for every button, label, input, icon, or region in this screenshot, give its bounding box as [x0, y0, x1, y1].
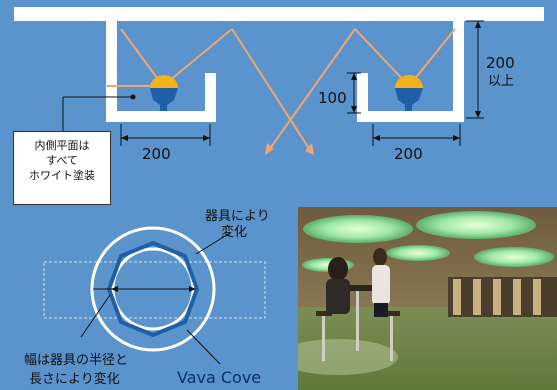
right-cove-floor — [357, 111, 464, 122]
interior-photo — [298, 207, 557, 390]
left-lamp-icon — [150, 75, 178, 111]
width-note-line1: 幅は器具の半径と — [24, 353, 128, 368]
ceiling-slab — [14, 7, 544, 21]
left-light-rays — [105, 28, 311, 151]
left-cove-lip — [205, 73, 216, 122]
fixture-ring-polygon — [106, 240, 200, 338]
height-suffix-label: 以上 — [488, 74, 514, 89]
plan-outline-dashed — [43, 261, 266, 319]
height-label: 200 — [486, 54, 515, 72]
white-paint-note: 内側平面は すべて ホワイト塗装 — [13, 131, 111, 205]
right-lamp-icon — [395, 75, 423, 111]
depth-label: 100 — [318, 89, 347, 107]
plan-arrowheads — [111, 286, 196, 292]
left-cove-floor — [106, 111, 216, 122]
note-line-1: 内側平面は — [34, 139, 90, 152]
variation-note-line2: 変化 — [221, 224, 247, 240]
right-cove-lip — [357, 73, 368, 122]
outer-ring — [90, 226, 216, 352]
right-light-rays — [268, 28, 456, 151]
plan-dimension-lines — [80, 232, 231, 365]
left-cove-back-wall — [106, 19, 117, 122]
interior-photo-illustration — [298, 207, 557, 390]
left-ray-arrowhead — [305, 143, 314, 155]
width-note-line2: 長さにより変化 — [29, 371, 120, 387]
left-width-label: 200 — [142, 145, 171, 163]
variation-note-line1: 器具により — [205, 209, 270, 224]
note-line-2: すべて — [46, 154, 78, 167]
product-name-label: Vava Cove — [177, 368, 261, 387]
dimension-arrowheads — [121, 21, 481, 141]
note-line-3: ホワイト塗装 — [29, 169, 95, 182]
right-cove-back-wall — [453, 19, 464, 122]
dimension-lines — [62, 20, 484, 146]
right-ray-arrowhead — [265, 143, 274, 155]
right-width-label: 200 — [394, 145, 423, 163]
